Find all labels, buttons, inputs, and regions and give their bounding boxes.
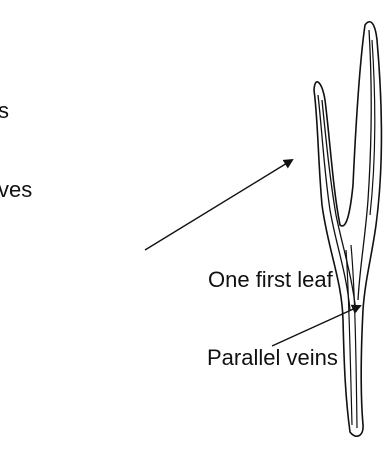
first-leaf-arrow: [145, 160, 292, 250]
label-fragment-top: s: [0, 100, 9, 122]
label-parallel-veins: Parallel veins: [207, 347, 338, 369]
label-fragment-leaves: ves: [0, 179, 32, 201]
label-one-first-leaf: One first leaf: [208, 269, 333, 291]
